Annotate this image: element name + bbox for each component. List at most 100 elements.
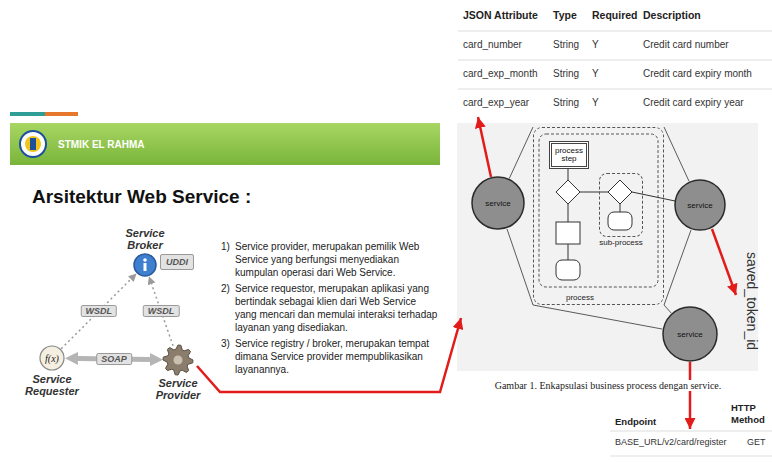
header-bar: STMIK EL RAHMA (10, 123, 440, 165)
text-holder: service (687, 201, 712, 210)
info-disc (134, 254, 156, 276)
label-holder: String (553, 97, 579, 108)
red-arrow (478, 117, 491, 177)
text-holder: STMIK EL RAHMA (58, 139, 144, 150)
decision-diamond (556, 180, 580, 204)
edge-label: SOAP (101, 354, 127, 364)
list-item: Service provider, merupakan pemilik Web … (235, 240, 440, 279)
label-holder: Credit card number (643, 39, 729, 50)
text-holder: Service Broker (117, 227, 173, 251)
edge-label: WSDL (86, 306, 113, 316)
service-label: service (687, 201, 712, 210)
text-holder: Gambar 1. Enkapsulasi business process d… (458, 375, 758, 393)
label-holder: saved_token_id (744, 252, 760, 350)
gear-symbol (163, 345, 193, 375)
service-disc (472, 177, 524, 229)
college-logo (19, 130, 47, 158)
edge-label-tag: SOAP (96, 353, 132, 365)
funnel-line (507, 229, 533, 305)
list-number: 1) (221, 240, 230, 253)
label-holder: 3) (221, 337, 230, 350)
service-label: service (485, 199, 510, 208)
teal-stripe (10, 112, 45, 116)
label-holder: Service requestor, merupakan aplikasi ya… (235, 282, 440, 334)
red-arrow (712, 229, 736, 295)
terminal-box (608, 212, 632, 230)
service-disc (675, 180, 725, 230)
text-holder: f(x) (45, 353, 59, 364)
table-rule (458, 31, 772, 32)
table-rule (458, 60, 772, 61)
list-number: 3) (221, 337, 230, 350)
flow-line (568, 244, 569, 260)
text-holder: Arsitektur Web Service : (32, 186, 251, 208)
subprocess-label: sub-process (593, 238, 649, 247)
label-holder: Y (592, 39, 599, 50)
text-holder: service (485, 199, 510, 208)
process-step-box: process step (549, 141, 589, 169)
column-header: Description (643, 9, 701, 21)
label-holder: Required (592, 9, 638, 21)
edge-label: WSDL (148, 306, 175, 316)
column-header: HTTP Method (731, 402, 769, 426)
flow-line (620, 204, 621, 212)
text-holder: sub-process (593, 238, 649, 247)
label-holder: Y (592, 68, 599, 79)
table-cell: String (553, 68, 579, 79)
label-holder: String (553, 68, 579, 79)
funnel-line (664, 230, 691, 305)
broker-icon: Service Broker (133, 253, 157, 277)
flow-line (632, 192, 675, 201)
broker-symbol (133, 253, 157, 277)
edge-label-tag: WSDL (81, 305, 118, 317)
table-grid (458, 31, 772, 456)
table-cell: String (553, 97, 579, 108)
figure-ground (457, 123, 758, 371)
text-holder: UDDI (166, 257, 188, 267)
table-cell: Y (592, 68, 599, 79)
connector (664, 305, 671, 313)
table-cell: Y (592, 39, 599, 50)
connector (61, 279, 131, 349)
step-label: process step (553, 147, 585, 163)
provider-label: Service Provider (148, 377, 208, 401)
terminal-box (556, 260, 580, 280)
provider-gear: Service Provider (163, 345, 193, 375)
table-cell: Credit card number (643, 39, 729, 50)
logo-ring (20, 131, 46, 157)
service-circle: service (662, 306, 718, 362)
service-disc (663, 307, 717, 361)
table-cell: Y (592, 97, 599, 108)
registry-tag: UDDI (166, 257, 188, 267)
connector (509, 127, 533, 178)
text-holder: service (677, 330, 702, 339)
label-holder: Service registry / broker, merupakan tem… (235, 337, 440, 376)
requester-icon: f(x)Service Requester (39, 345, 65, 371)
gear-body (163, 345, 193, 375)
edge-label-tag: WSDL (143, 305, 180, 317)
label-holder: GET (747, 437, 766, 447)
column-header: Endpoint (615, 416, 656, 428)
function-symbol: f(x) (45, 353, 59, 364)
process-rect (556, 222, 580, 244)
label-holder: 1) (221, 240, 230, 253)
label-holder: card_number (463, 39, 522, 50)
text-holder: Service Requester (15, 373, 89, 397)
orange-stripe (45, 112, 78, 116)
red-arrow (689, 362, 692, 429)
table-cell: card_exp_year (463, 97, 529, 108)
flow-line (568, 204, 569, 222)
table-cell: GET (747, 437, 766, 447)
table-rule (458, 89, 772, 90)
text-holder: Service Provider (148, 377, 208, 401)
vertical-note: saved_token_id (744, 252, 760, 350)
label-holder: String (553, 39, 579, 50)
label-holder: Endpoint (615, 416, 656, 428)
flow-chart (556, 168, 675, 280)
flow-line (568, 168, 569, 180)
service-label: service (677, 330, 702, 339)
requester-label: Service Requester (15, 373, 89, 397)
funnel-line (533, 305, 662, 329)
label-holder: card_exp_year (463, 97, 529, 108)
service-circle: service (674, 179, 726, 231)
